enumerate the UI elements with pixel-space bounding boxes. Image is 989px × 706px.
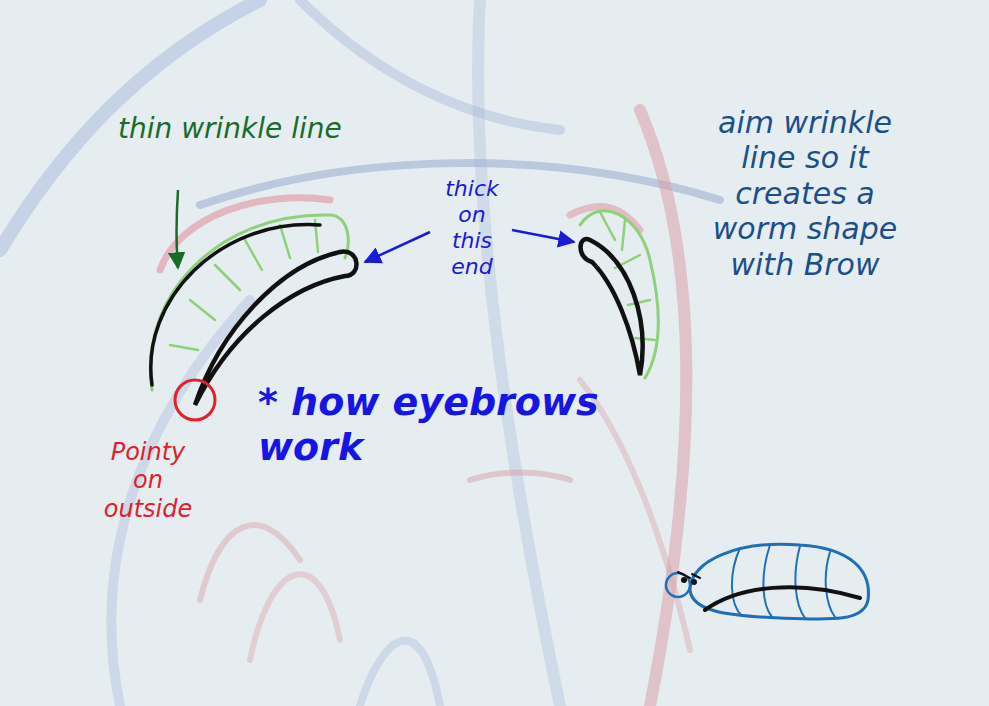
note-label: aim wrinkle line so it creates a worm sh… — [690, 105, 920, 282]
heading-note: * how eyebrows work — [258, 380, 630, 470]
note-label: Pointy on outside — [92, 438, 204, 523]
right-eyebrow — [580, 211, 658, 378]
worm-sketch — [666, 544, 868, 619]
note-label: thick on this end — [436, 176, 508, 280]
background-sketch — [0, 0, 720, 706]
note-label: thin wrinkle line — [118, 112, 348, 145]
leader-arrows — [177, 190, 575, 268]
